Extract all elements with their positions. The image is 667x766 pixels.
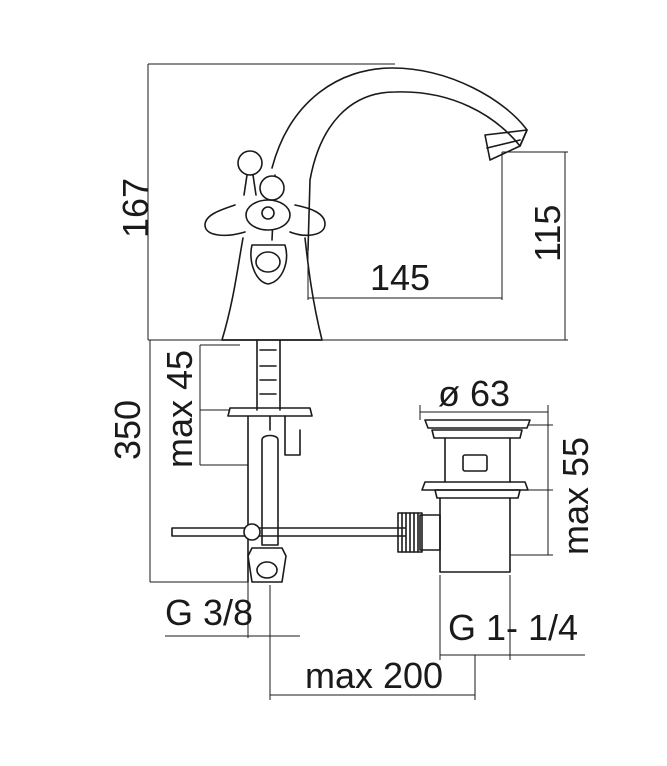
dim-dia63: ø 63 [438, 373, 510, 414]
cross-handle [204, 150, 326, 285]
dim-145: 145 [370, 257, 430, 298]
dim-max45: max 45 [159, 350, 200, 468]
dim-115: 115 [527, 205, 568, 262]
dim-167: 167 [115, 178, 156, 238]
dim-max55: max 55 [555, 437, 596, 555]
dimension-lines [147, 63, 585, 700]
dim-g38: G 3/8 [165, 592, 253, 633]
dimension-labels: 167 115 145 max 45 350 ø 63 max 55 G 3/8… [107, 178, 596, 696]
popup-drain [397, 419, 531, 573]
dim-350: 350 [107, 400, 148, 460]
dim-max200: max 200 [305, 655, 443, 696]
under-sink-assembly [171, 339, 406, 583]
dim-g114: G 1- 1/4 [448, 607, 578, 648]
